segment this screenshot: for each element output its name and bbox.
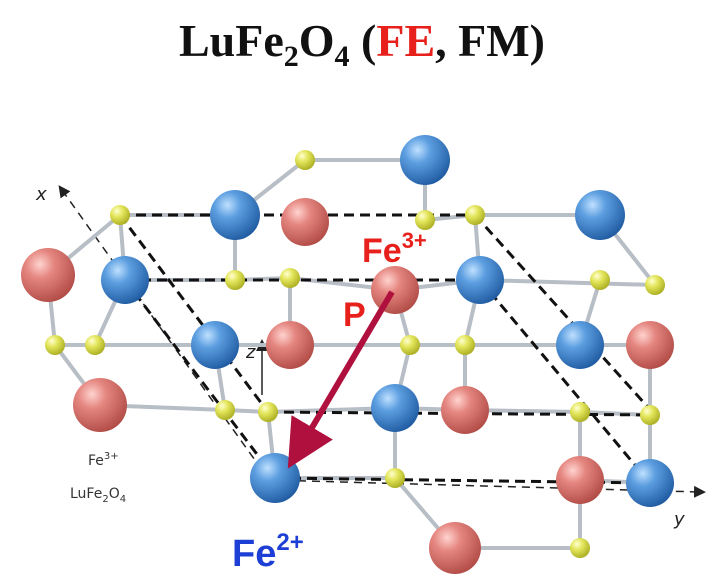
atom-blue (400, 135, 450, 185)
atom-yellow (45, 335, 65, 355)
fe2-annotation: Fe2+ (232, 529, 304, 575)
atom-red (441, 386, 489, 434)
atom-yellow (295, 150, 315, 170)
atom-blue (556, 321, 604, 369)
y-axis-line (269, 479, 706, 498)
atom-red (626, 321, 674, 369)
atom-yellow (385, 468, 405, 488)
polarization-label: P (343, 296, 366, 334)
atom-blue (575, 190, 625, 240)
atom-red (429, 522, 481, 574)
atom-blue (210, 190, 260, 240)
page-title: LuFe2O4 (FE, FM) (179, 15, 545, 73)
small-formula-label: LuFe2O4 (70, 486, 126, 505)
atom-red (266, 321, 314, 369)
atom-yellow (225, 270, 245, 290)
atom-yellow (85, 335, 105, 355)
atom-blue (191, 321, 239, 369)
atom-blue (371, 384, 419, 432)
atom-yellow (570, 538, 590, 558)
z-axis-label: z (245, 342, 256, 363)
atom-red (21, 248, 75, 302)
y-axis-label: y (673, 509, 685, 530)
atom-blue (101, 256, 149, 304)
atom-yellow (415, 210, 435, 230)
atom-red (556, 456, 604, 504)
small-fe3-label: Fe3+ (88, 451, 119, 469)
atom-yellow (400, 335, 420, 355)
fe3-annotation: Fe3+ (362, 228, 427, 270)
atom-yellow (110, 205, 130, 225)
atom-red (371, 266, 419, 314)
atom-yellow (645, 275, 665, 295)
atom-red (73, 378, 127, 432)
atom-yellow (640, 405, 660, 425)
atom-red (281, 198, 329, 246)
atom-yellow (465, 205, 485, 225)
atom-blue (456, 256, 504, 304)
x-axis-label: x (35, 184, 47, 205)
atom-yellow (280, 268, 300, 288)
atom-blue (626, 459, 674, 507)
polarization-arrow (287, 290, 395, 469)
atom-yellow (590, 270, 610, 290)
atom-yellow (455, 335, 475, 355)
atom-yellow (258, 402, 278, 422)
atom-yellow (570, 402, 590, 422)
atoms (21, 135, 674, 574)
atom-yellow (215, 400, 235, 420)
atom-blue (250, 453, 300, 503)
